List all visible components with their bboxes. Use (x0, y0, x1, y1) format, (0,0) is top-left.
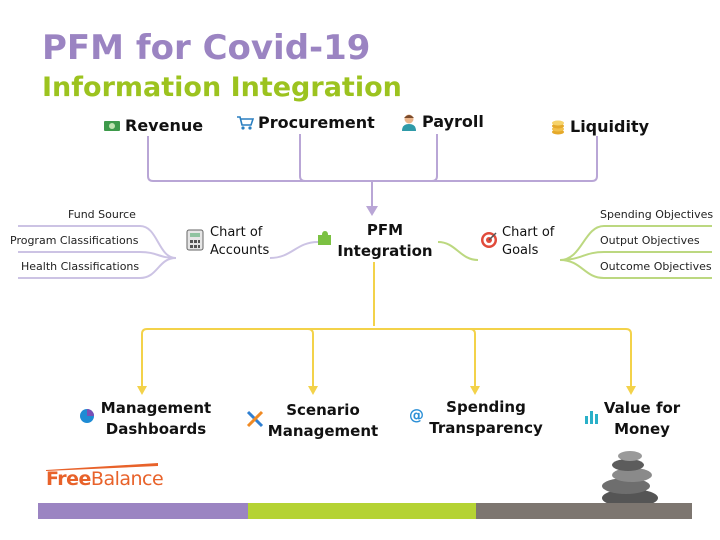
node-label-line1: Scenario (286, 401, 360, 419)
node-label-line1: Chart of (502, 225, 555, 240)
bar-chart-icon (584, 408, 600, 428)
footer-bar-grey (476, 503, 692, 519)
node-label-line2: Accounts (210, 243, 270, 258)
coins-icon (552, 120, 564, 134)
pfm-integration-node: PFM Integration (326, 220, 444, 262)
bottom-item-scenario-management: Scenario Management (264, 400, 382, 442)
node-label-line1: Management (100, 399, 212, 417)
node-label-line1: Value for (603, 399, 681, 417)
node-label-line2: Transparency (429, 419, 543, 437)
top-item-payroll: Payroll (400, 112, 484, 131)
top-item-liquidity: Liquidity (550, 117, 649, 136)
leaf-health-classifications: Health Classifications (21, 260, 140, 273)
bottom-item-management-dashboards: Management Dashboards (96, 398, 216, 440)
leaf-outcome-objectives: Outcome Objectives (600, 260, 712, 273)
chart-of-goals-node: Chart of Goals (502, 224, 554, 260)
node-label-line2: Integration (337, 242, 433, 260)
stones-image (602, 451, 658, 507)
leaf-program-classifications: Program Classifications (10, 234, 139, 247)
top-item-revenue: Revenue (103, 116, 203, 135)
node-label-line1: Chart of (210, 225, 263, 240)
bottom-item-value-for-money: Value for Money (598, 398, 686, 440)
target-icon (480, 231, 498, 253)
top-item-label: Payroll (422, 112, 484, 131)
cart-icon (237, 115, 254, 130)
page-title: PFM for Covid-19 (42, 28, 371, 68)
node-label-line2: Goals (502, 243, 539, 258)
chart-of-accounts-node: Chart of Accounts (210, 224, 269, 260)
page-subtitle: Information Integration (42, 72, 402, 103)
node-label-line2: Management (267, 422, 379, 440)
top-item-label: Revenue (125, 116, 204, 135)
puzzle-icon (316, 230, 332, 250)
top-item-label: Liquidity (570, 117, 650, 136)
top-item-procurement: Procurement (236, 113, 375, 132)
logo-part1: Free (46, 468, 91, 490)
leaf-fund-source: Fund Source (68, 208, 136, 221)
node-label-line2: Money (614, 420, 670, 438)
freebalance-logo: FreeBalance (46, 463, 164, 490)
node-label-line1: PFM (366, 221, 404, 239)
tools-icon (246, 410, 264, 432)
footer-bar-green (248, 503, 476, 519)
node-label-line2: Dashboards (105, 420, 207, 438)
pie-chart-icon (79, 408, 95, 428)
top-item-label: Procurement (258, 113, 375, 132)
calculator-icon (186, 229, 204, 255)
bottom-item-spending-transparency: Spending Transparency (426, 397, 546, 439)
node-label-line1: Spending (446, 398, 526, 416)
leaf-output-objectives: Output Objectives (600, 234, 700, 247)
person-icon (402, 114, 416, 131)
money-icon (104, 120, 120, 131)
footer-bar-purple (38, 503, 248, 519)
at-icon: @ (409, 406, 424, 424)
logo-part2: Balance (90, 468, 164, 490)
leaf-spending-objectives: Spending Objectives (600, 208, 714, 221)
